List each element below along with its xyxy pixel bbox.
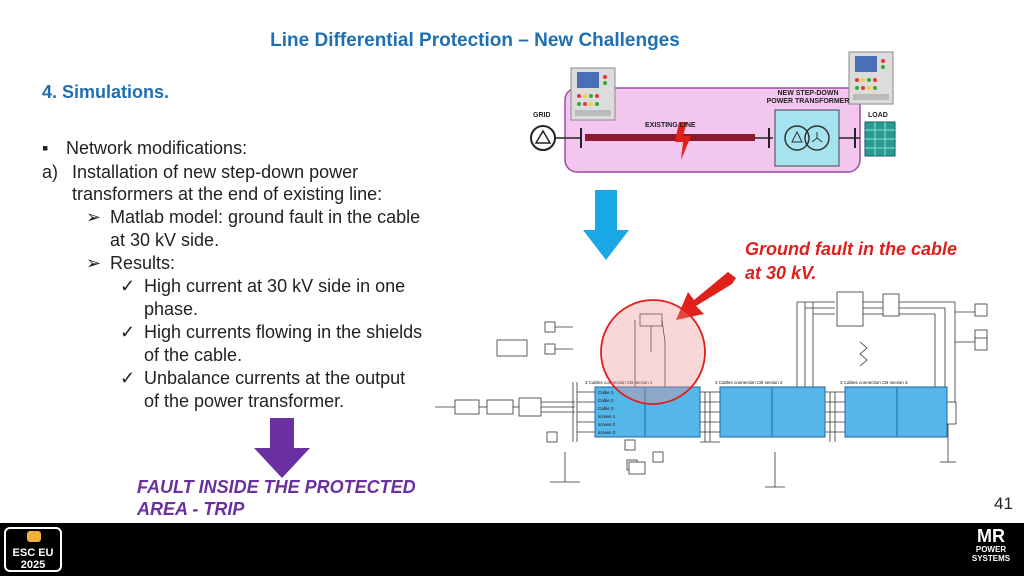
cable-row-label: screen 2: [598, 422, 616, 427]
item-a-cont: transformers at the end of existing line…: [72, 184, 383, 204]
result-shield-currents-cont: of the cable.: [144, 345, 243, 365]
cable-section-label: 3 Cables connection CB section 1: [585, 380, 653, 385]
arrow-bullet-icon: ➢: [86, 253, 102, 273]
result-unbalance-cont: of the power transformer.: [144, 391, 345, 411]
item-a: a)Installation of new step-down power: [42, 162, 359, 182]
arrow-bullet-icon: ➢: [86, 207, 102, 227]
section-heading: 4. Simulations.: [42, 82, 170, 102]
square-bullet-icon: ▪: [42, 138, 49, 158]
cable-section-label: 3 Cables connection CB section 2: [715, 380, 783, 385]
check-icon: ✓: [120, 322, 136, 342]
result-high-current-cont: phase.: [144, 299, 199, 319]
arrow-red-to-fault: [676, 272, 736, 320]
existing-line-label: EXISTING LINE: [645, 122, 696, 129]
cable-row-label: screen 1: [598, 414, 616, 419]
cable-section-1: [594, 386, 701, 438]
result-high-current: ✓High current at 30 kV side in one: [120, 276, 406, 296]
cable-row-label: Cable 1: [598, 390, 614, 395]
lightning-fault-icon: [675, 122, 691, 160]
cable-row-label: Cable 3: [598, 406, 614, 411]
page-number: 41: [994, 494, 1013, 513]
bullet-matlab-model-cont: at 30 kV side.: [110, 230, 220, 250]
slide-title: Line Differential Protection – New Chall…: [270, 30, 680, 51]
cable-section-label: 3 Cables connection CB section 3: [840, 380, 908, 385]
bullet-matlab-model: ➢Matlab model: ground fault in the cable: [86, 207, 421, 227]
down-arrow-blue: [583, 190, 629, 260]
cable-row-label: Cable 2: [598, 398, 614, 403]
bullet-network-modifications: ▪Network modifications:: [42, 138, 248, 158]
cable-row-label: screen 3: [598, 430, 616, 435]
trip-label: FAULT INSIDE THE PROTECTED AREA - TRIP: [137, 477, 416, 519]
transformer-label-1: NEW STEP-DOWN: [777, 90, 838, 97]
cable-section-3: [844, 386, 948, 438]
network-diagram: GRID EXISTING LINE NEW STEP-DOWN POWER T…: [530, 51, 896, 173]
relay-left-icon: [570, 67, 616, 121]
footer-bar: [0, 523, 1024, 576]
existing-line: [585, 134, 755, 141]
check-icon: ✓: [120, 276, 136, 296]
transformer-label-2: POWER TRANSFORMER: [767, 98, 850, 105]
mr-power-systems-logo: MR POWER SYSTEMS: [971, 526, 1011, 563]
cable-section-2: [719, 386, 826, 438]
fault-highlight-circle: [600, 299, 706, 405]
grid-label: GRID: [533, 112, 551, 119]
result-shield-currents: ✓High currents flowing in the shields: [120, 322, 423, 342]
simulink-model: 3 Cables connection CB section 1 3 Cable…: [435, 291, 988, 488]
check-icon: ✓: [120, 368, 136, 388]
load-label: LOAD: [868, 112, 888, 119]
down-arrow-purple: [254, 418, 310, 478]
plug-icon: [27, 531, 41, 542]
result-unbalance: ✓Unbalance currents at the output: [120, 368, 406, 388]
esc-eu-logo: ESC EU 2025: [4, 527, 62, 572]
bullet-results: ➢Results:: [86, 253, 176, 273]
fault-label: Ground fault in the cable at 30 kV.: [745, 239, 958, 283]
relay-right-icon: [848, 51, 894, 105]
